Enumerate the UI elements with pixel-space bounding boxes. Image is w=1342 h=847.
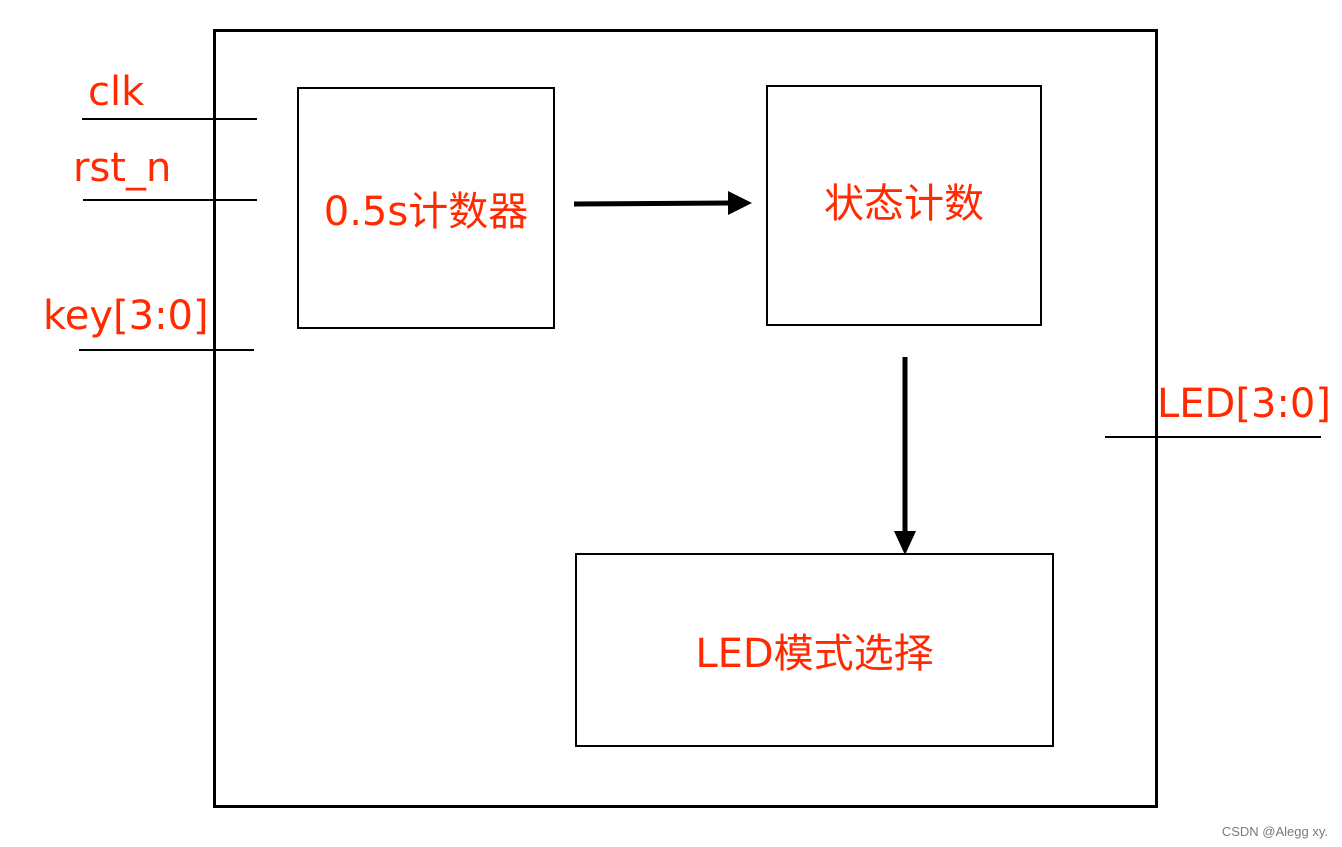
rst-n-signal-label: rst_n [73,145,172,191]
watermark-text: CSDN @Alegg xy. [1221,824,1328,839]
key-signal-label: key[3:0] [43,293,209,339]
led-output-label: LED[3:0] [1157,381,1331,427]
clk-signal-line [82,118,257,120]
timer-block: 0.5s计数器 [297,87,555,329]
state-counter-block: 状态计数 [766,85,1042,326]
timer-block-label: 0.5s计数器 [323,189,529,235]
led-output-line [1105,436,1321,438]
led-mode-select-block-label: LED模式选择 [695,631,934,677]
state-counter-block-label: 状态计数 [824,180,984,227]
led-mode-select-block: LED模式选择 [575,553,1054,747]
rst-n-signal-line [83,199,257,201]
clk-signal-label: clk [88,69,145,115]
key-signal-line [79,349,254,351]
module-boundary [213,29,1158,808]
